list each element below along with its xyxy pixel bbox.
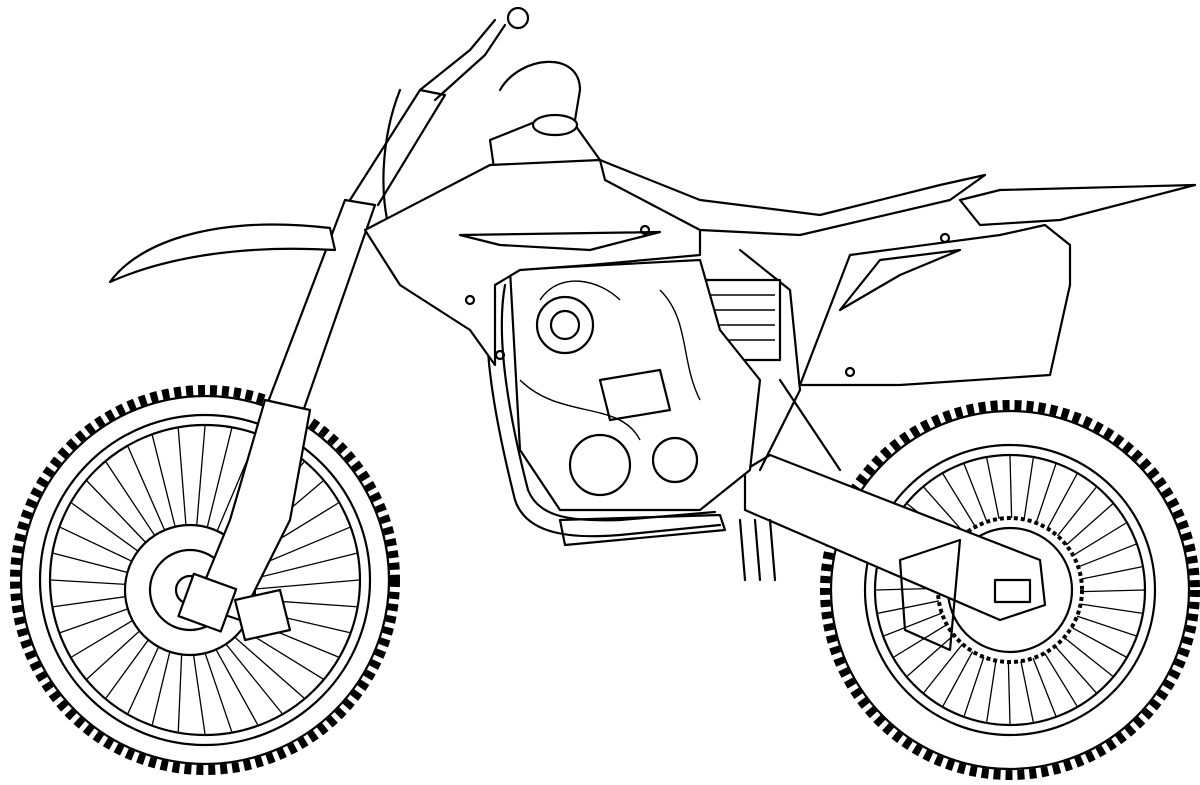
handlebar — [418, 18, 507, 102]
side-panel — [798, 223, 1072, 387]
rear-tire-knobs — [820, 400, 1200, 780]
steering-stem — [348, 88, 447, 207]
throttle-cable — [498, 60, 582, 122]
rear-tire-inner — [863, 443, 1157, 737]
rear-rim — [873, 453, 1147, 727]
skid-plate — [558, 513, 727, 547]
engine-cylinder-cap — [549, 309, 581, 341]
front-fork — [177, 88, 447, 642]
clutch-cover — [568, 433, 632, 497]
side-panel-bolt — [844, 366, 856, 378]
swingarm — [743, 453, 1047, 622]
footpeg — [738, 518, 777, 582]
carburetor — [598, 368, 672, 422]
fuel-cap — [531, 113, 579, 137]
radiator-shroud — [363, 158, 702, 367]
engine — [508, 258, 762, 512]
hoses — [519, 280, 701, 441]
rear-frame — [738, 248, 842, 472]
handlebar-grip-end — [506, 6, 530, 30]
shroud-bolt — [639, 224, 651, 236]
chain-guard — [898, 538, 962, 652]
axle-block — [993, 578, 1032, 604]
handlebars — [382, 6, 582, 232]
axle-clamp — [177, 572, 238, 633]
shroud-bolt — [494, 349, 506, 361]
side-panel-graphic — [838, 248, 962, 312]
magneto-cover — [651, 436, 699, 484]
number-plate-cable — [382, 88, 402, 232]
front-rim — [48, 423, 362, 737]
front-fender — [108, 223, 337, 284]
engine-block — [508, 258, 762, 512]
brake-caliper — [233, 588, 292, 642]
rear-fender — [958, 183, 1197, 227]
side-panel-bolt — [939, 232, 951, 244]
seat — [598, 158, 987, 237]
shroud-graphic — [458, 230, 662, 252]
front-tire-knobs — [10, 385, 400, 775]
front-tire-inner — [38, 413, 372, 747]
engine-cylinder — [535, 295, 595, 355]
shroud-bolt — [464, 294, 476, 306]
